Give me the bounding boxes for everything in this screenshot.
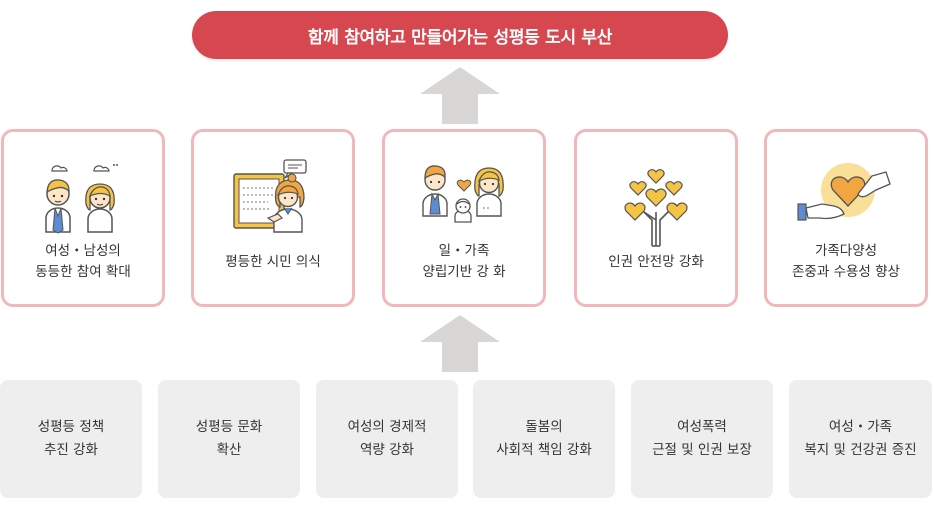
upward-arrow-top-icon [420, 67, 500, 124]
policy-label-line2: 역량 강화 [360, 442, 414, 458]
goal-label-line2: 존중과 수용성 향상 [792, 264, 900, 280]
policy-label-line2: 복지 및 건강권 증진 [804, 442, 917, 458]
policy-label-line2: 확산 [216, 442, 242, 458]
policy-label-line1: 여성・가족 [828, 419, 893, 435]
upward-arrow-bottom-icon [420, 315, 500, 372]
goal-card-equal-participation: 여성・남성의 동등한 참여 확대 [1, 129, 165, 307]
policy-box-welfare-health: 여성・가족 복지 및 건강권 증진 [789, 380, 932, 498]
policy-box-violence-eradication: 여성폭력 근절 및 인권 보장 [631, 380, 773, 498]
hands-holding-heart-icon [767, 158, 925, 234]
goal-card-work-family-balance: 일・가족 양립기반 강 화 [382, 129, 546, 307]
goal-label-line1: 인권 안전망 강화 [608, 253, 704, 270]
family-with-baby-icon [385, 152, 543, 228]
goal-label-line1: 가족다양성 [814, 243, 878, 259]
heart-tree-icon [577, 162, 735, 247]
goal-label-line2: 양립기반 강 화 [422, 264, 506, 280]
policy-label-line2: 추진 강화 [44, 442, 98, 458]
goal-label-line1: 평등한 시민 의식 [225, 253, 321, 270]
vision-title: 함께 참여하고 만들어가는 성평등 도시 부산 [307, 27, 613, 48]
policy-label-line2: 근절 및 인권 보장 [652, 442, 752, 458]
goal-label-line2: 동등한 참여 확대 [35, 264, 131, 280]
policy-box-gender-policy: 성평등 정책 추진 강화 [0, 380, 142, 498]
policy-label-line1: 여성의 경제적 [347, 419, 427, 435]
policy-label-line1: 여성폭력 [677, 419, 727, 435]
policy-box-economic-capacity: 여성의 경제적 역량 강화 [316, 380, 458, 498]
policy-label-line2: 사회적 책임 강화 [496, 442, 592, 458]
policy-box-care-responsibility: 돌봄의 사회적 책임 강화 [473, 380, 615, 498]
goal-card-family-diversity: 가족다양성 존중과 수용성 향상 [764, 129, 928, 307]
man-and-woman-icon [4, 158, 162, 234]
woman-presenting-board-icon [194, 158, 352, 234]
goal-card-equal-citizenship: 평등한 시민 의식 [191, 129, 355, 307]
policy-label-line1: 성평등 문화 [195, 419, 263, 435]
goal-label-line1: 여성・남성의 [45, 243, 121, 259]
policy-box-gender-culture: 성평등 문화 확산 [158, 380, 300, 498]
goal-label-line1: 일・가족 [438, 243, 490, 259]
goal-card-human-rights-safety: 인권 안전망 강화 [574, 129, 738, 307]
policy-label-line1: 성평등 정책 [37, 419, 105, 435]
vision-banner: 함께 참여하고 만들어가는 성평등 도시 부산 [192, 11, 728, 59]
policy-label-line1: 돌봄의 [525, 419, 563, 435]
